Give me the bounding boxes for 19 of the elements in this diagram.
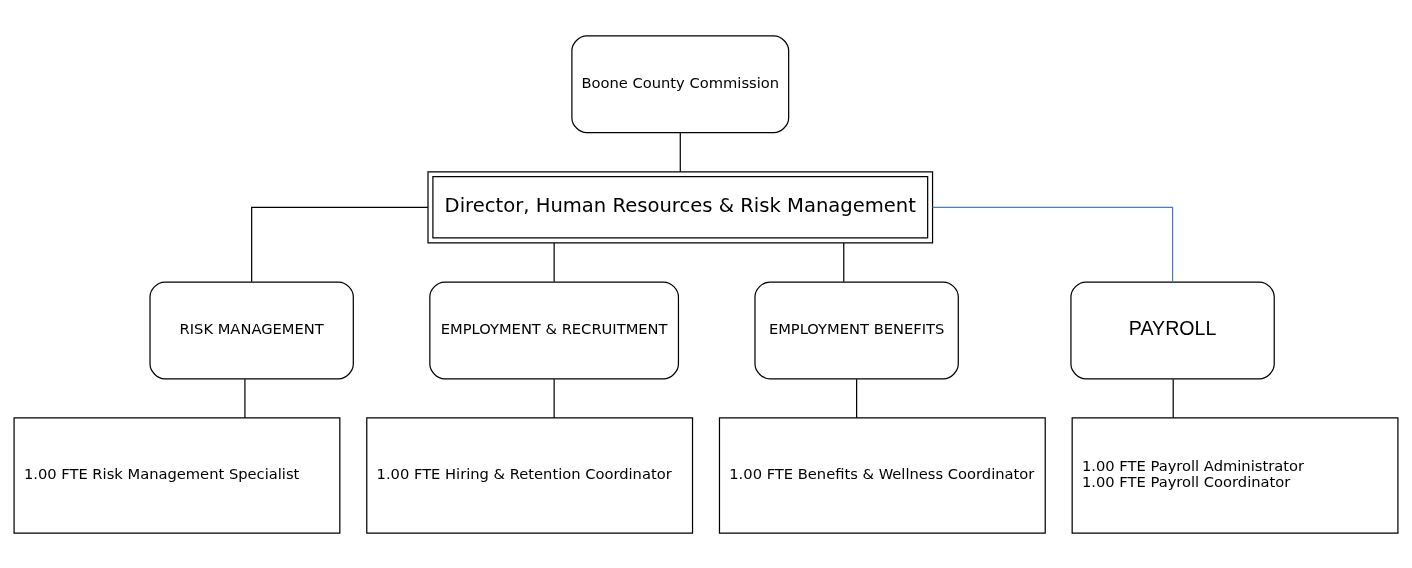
node-box: PAYROLL bbox=[1070, 280, 1275, 379]
connector bbox=[679, 131, 681, 172]
node-box: 1.00 FTE Payroll Administrator 1.00 FTE Payroll Coordinator bbox=[1071, 416, 1399, 534]
node-box: 1.00 FTE Hiring & Retention Coordinator bbox=[366, 416, 694, 534]
node-box: Boone County Commission bbox=[571, 34, 790, 133]
connector bbox=[931, 206, 1174, 282]
connector bbox=[553, 378, 555, 418]
node-box: 1.00 FTE Benefits & Wellness Coordinator bbox=[718, 416, 1046, 534]
connector bbox=[244, 378, 246, 418]
node-box: 1.00 FTE Risk Management Specialist bbox=[13, 416, 341, 534]
connector bbox=[843, 241, 845, 282]
connector bbox=[856, 378, 858, 418]
node-box: RISK MANAGEMENT bbox=[149, 280, 354, 379]
connector bbox=[1172, 378, 1174, 418]
connector bbox=[553, 241, 555, 282]
node-box: EMPLOYMENT & RECRUITMENT bbox=[429, 280, 680, 379]
node-box: Director, Human Resources & Risk Management bbox=[427, 170, 934, 243]
connector bbox=[251, 206, 429, 282]
node-box: EMPLOYMENT BENEFITS bbox=[754, 280, 959, 379]
